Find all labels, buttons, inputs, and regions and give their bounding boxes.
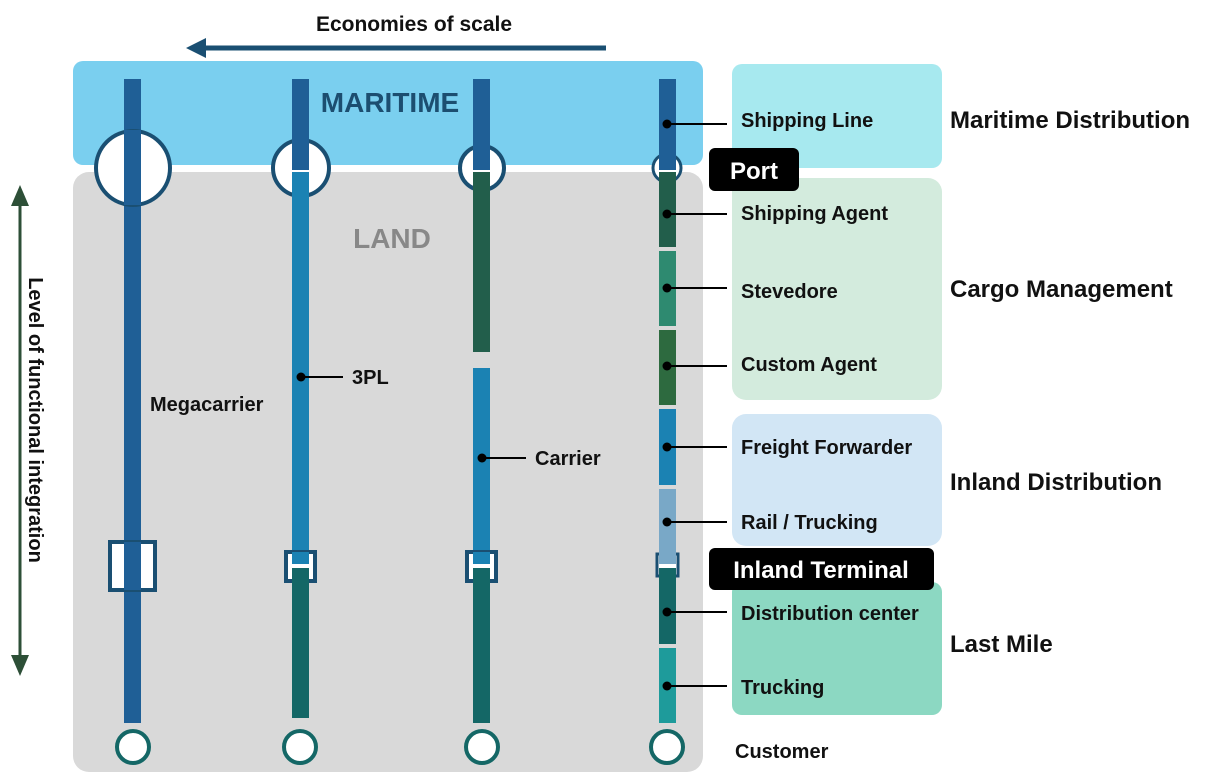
actor-dots	[662, 119, 672, 691]
maritime-zone-label: MARITIME	[321, 87, 459, 118]
actor-distribution-center: Distribution center	[741, 603, 919, 625]
maritime-zone	[73, 61, 703, 165]
last-mile-box	[732, 582, 942, 715]
threepl-label: 3PL	[352, 367, 389, 389]
customer-node	[115, 729, 151, 765]
inland-terminal-badge	[709, 548, 934, 590]
integration-axis-arrow	[11, 185, 29, 676]
cargo-management-box	[732, 178, 942, 400]
actor-freight-forwarder: Freight Forwarder	[741, 437, 912, 459]
category-cargo-management: Cargo Management	[950, 276, 1173, 303]
carrier-chain	[458, 79, 506, 765]
carrier-label: Carrier	[535, 448, 601, 470]
actor-shipping-agent: Shipping Agent	[741, 203, 888, 225]
megacarrier-label: Megacarrier	[150, 394, 264, 416]
actor-rail-trucking: Rail / Trucking	[741, 512, 878, 534]
actor-trucking: Trucking	[741, 677, 824, 699]
inland-distribution-box	[732, 414, 942, 546]
customer-label: Customer	[735, 741, 829, 763]
land-zone-label: LAND	[353, 223, 431, 254]
land-zone	[73, 172, 703, 772]
port-badge	[709, 148, 799, 191]
actor-stevedore: Stevedore	[741, 281, 838, 303]
megacarrier-chain	[94, 79, 172, 765]
customer-node	[282, 729, 318, 765]
category-last-mile: Last Mile	[950, 631, 1053, 658]
category-inland-distribution: Inland Distribution	[950, 469, 1162, 496]
actor-custom-agent: Custom Agent	[741, 354, 877, 376]
customer-node	[464, 729, 500, 765]
customer-node	[649, 729, 685, 765]
economies-of-scale-arrow	[186, 38, 606, 58]
economies-of-scale-label: Economies of scale	[316, 13, 512, 36]
inland-terminal-badge-label: Inland Terminal	[733, 557, 909, 584]
actor-shipping-line: Shipping Line	[741, 110, 873, 132]
maritime-distribution-box	[732, 64, 942, 168]
actor-connectors	[667, 123, 727, 687]
fragmented-chain	[649, 79, 685, 765]
integration-axis-label: Level of functional integration	[24, 277, 46, 563]
port-badge-label: Port	[730, 158, 778, 185]
threepl-chain	[271, 79, 331, 765]
category-maritime-distribution: Maritime Distribution	[950, 107, 1190, 134]
